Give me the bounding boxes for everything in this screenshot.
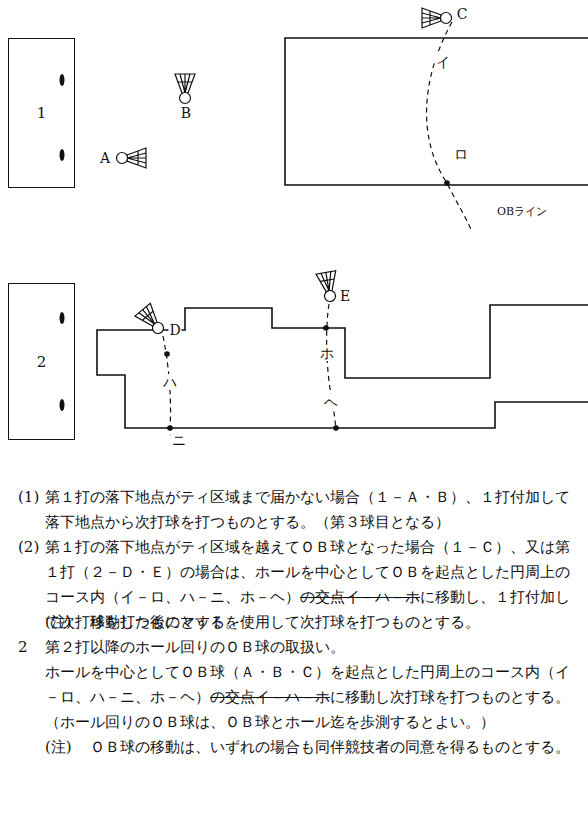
ball-symbols — [117, 8, 452, 339]
point-label: ホ — [319, 345, 335, 361]
struck-text: の交点イ－ハ－ホ — [300, 588, 420, 606]
struck-text: の交点イ－ハ－ホ — [210, 688, 330, 706]
tee-area: 2 — [8, 283, 75, 440]
ball-label: E — [339, 288, 351, 304]
rule-text: に移動し次打球を打つものとする。 — [330, 688, 570, 706]
note-text: ＯＢ球の移動は、いずれの場合も同伴競技者の同意を得るものとする。 — [90, 735, 570, 760]
note-text: 移動した後にマットを使用して次打球を打つものとする。 — [90, 610, 480, 635]
point-label: ヘ — [323, 394, 339, 410]
tee-area: 1 — [8, 38, 75, 188]
tee-number: 2 — [37, 353, 47, 371]
rule-text: 第１打の落下地点がティ区域まで届かない場合（１－Ａ・Ｂ）、１打付加して落下地点か… — [45, 488, 570, 531]
rule-paragraph: 第１打の落下地点がティ区域まで届かない場合（１－Ａ・Ｂ）、１打付加して落下地点か… — [45, 485, 575, 535]
item-number: (2) — [18, 535, 39, 560]
point-label: ロ — [453, 146, 469, 162]
ball-label: A — [99, 150, 111, 166]
hole-dots — [60, 74, 450, 431]
ball-label: D — [168, 322, 181, 338]
section-heading: 第２打以降のホール回りのＯＢ球の取扱い。 — [45, 635, 345, 660]
point-label: ニ — [171, 432, 187, 448]
rule-paragraph: ホールを中心としてＯＢ球（Ａ・Ｂ・Ｃ）を起点とした円周上のコース内（イ－ロ、ハ－… — [45, 660, 575, 710]
ob-arc — [163, 336, 176, 446]
note-mark: (注) — [45, 610, 72, 635]
ball-label: B — [180, 105, 192, 121]
ob-line-label: OBライン — [496, 204, 548, 220]
item-number: (1) — [18, 485, 39, 510]
section-number: 2 — [18, 635, 28, 660]
tee-number: 1 — [37, 104, 47, 122]
point-label: ハ — [162, 374, 178, 390]
point-label: イ — [435, 54, 451, 70]
note-mark: (注) — [45, 735, 72, 760]
note-text: （ホール回りのＯＢ球は、ＯＢ球とホール迄を歩測するとよい。） — [45, 710, 495, 735]
ball-label: C — [456, 6, 469, 22]
ob-arc — [427, 22, 472, 232]
